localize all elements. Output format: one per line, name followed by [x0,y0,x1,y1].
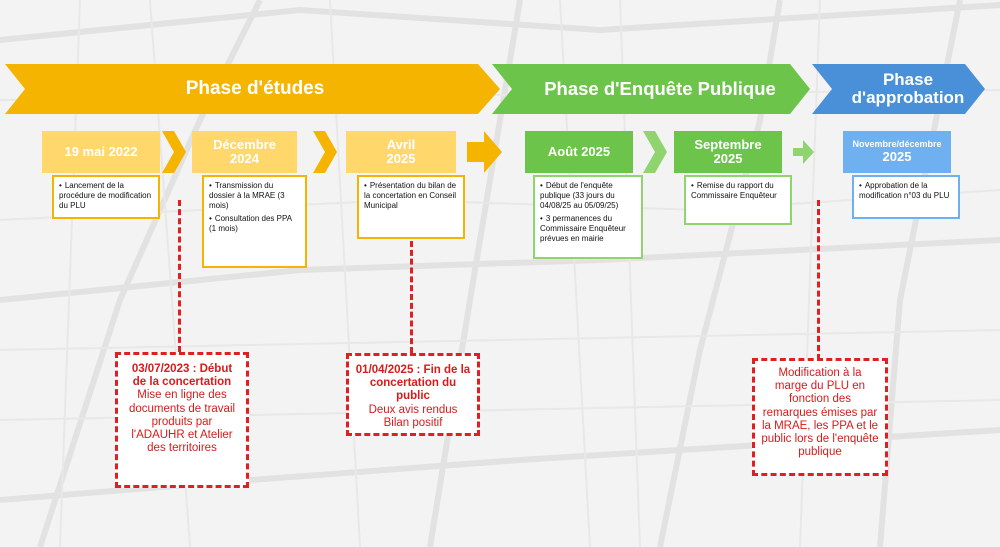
phase-approbation-text: Phase d'approbation [851,70,965,107]
step-date-6-line2: 2025 [882,148,912,164]
step-box-5: Remise du rapport du Commissaire Enquête… [684,175,792,225]
chevron-3 [467,131,502,173]
connector-line-1 [178,200,181,352]
note-concertation-end: 01/04/2025 : Fin de la concertation du p… [346,353,480,436]
step-date-6-line1: Novembre/décembre [852,139,942,150]
step-date-2: Décembre 2024 [192,131,297,173]
phase-arrow-enquete [492,64,810,114]
chevron-1 [162,131,186,173]
step-date-3: Avril 2025 [346,131,456,173]
note-2-title: 01/04/2025 : Fin de la concertation du p… [355,364,471,403]
note-3-text: Modification à la marge du PLU en foncti… [761,367,879,459]
phase-etudes-text: Phase d'études [185,78,325,99]
step-box-1: Lancement de la procédure de modificatio… [52,175,160,219]
phase-label-approbation: Phase d'approbation [838,64,978,114]
step-6-item-1: Approbation de la modification n°03 du P… [859,181,953,201]
connector-line-3 [817,200,820,360]
step-date-1-text: 19 mai 2022 [64,144,138,160]
step-3-item-1: Présentation du bilan de la concertation… [364,181,458,211]
chevron-5 [793,140,814,164]
phase-label-etudes: Phase d'études [40,64,470,114]
phase-enquete-text: Phase d'Enquête Publique [544,78,776,99]
step-4-item-1: Début de l'enquête publique (33 jours du… [540,181,636,211]
step-date-4: Août 2025 [525,131,633,173]
note-modification: Modification à la marge du PLU en foncti… [752,358,888,476]
step-date-1: 19 mai 2022 [42,131,160,173]
step-date-2-text: Décembre 2024 [213,137,276,166]
step-5-item-1: Remise du rapport du Commissaire Enquête… [691,181,785,201]
chevron-4 [643,131,667,173]
step-date-3-text: Avril 2025 [386,137,416,166]
step-box-4: Début de l'enquête publique (33 jours du… [533,175,643,259]
step-date-4-text: Août 2025 [547,144,611,160]
step-2-item-2: Consultation des PPA (1 mois) [209,214,300,234]
step-1-item-1: Lancement de la procédure de modificatio… [59,181,153,211]
chevron-2 [313,131,337,173]
step-2-item-1: Transmission du dossier à la MRAE (3 moi… [209,181,300,211]
step-date-6: Novembre/décembre 2025 [843,131,951,173]
note-1-text: Mise en ligne des documents de travail p… [128,389,236,455]
phase-arrow-etudes [5,64,500,114]
step-box-6: Approbation de la modification n°03 du P… [852,175,960,219]
step-box-2: Transmission du dossier à la MRAE (3 moi… [202,175,307,268]
connector-line-2 [410,241,413,353]
step-4-item-2: 3 permanences du Commissaire Enquêteur p… [540,214,636,244]
step-date-5: Septembre 2025 [674,131,782,173]
note-1-title: 03/07/2023 : Début de la concertation [131,363,233,389]
note-concertation-start: 03/07/2023 : Début de la concertation Mi… [115,352,249,488]
step-date-5-text: Septembre 2025 [694,137,762,166]
step-box-3: Présentation du bilan de la concertation… [357,175,465,239]
note-2-text: Deux avis rendus Bilan positif [368,403,458,429]
phase-arrow-approbation [812,64,985,114]
phase-label-enquete: Phase d'Enquête Publique [515,64,805,114]
